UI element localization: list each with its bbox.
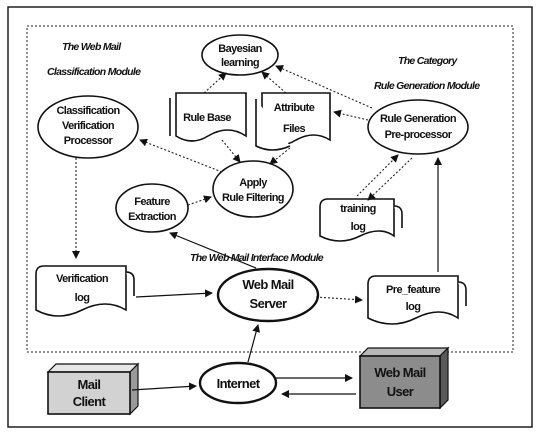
training-log-node: training log [319, 198, 403, 242]
web-mail-user-node: Web Mail User [358, 346, 450, 410]
apply-filtering-label-line2: Rule Filtering [222, 192, 284, 204]
category-module-heading: The Category Rule Generation Module [374, 55, 481, 92]
bayesian-learning-node: Bayesian learning [201, 34, 279, 76]
feature-extraction-label-line2: Extraction [128, 211, 177, 223]
verification-log-node: Verification log [35, 265, 135, 317]
attribute-files-label-line2: Files [283, 123, 306, 135]
edge-rulegen-to-attribute [333, 109, 369, 121]
web-mail-user-label-line1: Web Mail [374, 365, 425, 380]
edge-internet-to-server [247, 324, 261, 363]
classification-verification-node: Classification Verification Processor [37, 95, 139, 159]
edge-server-to-feature [169, 231, 257, 269]
edge-attribute-to-filter [269, 147, 291, 165]
training-log-label-line1: training [340, 203, 376, 215]
classification-verification-label-line1: Classification [56, 105, 120, 117]
outer-frame [7, 6, 533, 428]
internet-label: Internet [217, 376, 261, 391]
rule-base-label: Rule Base [183, 112, 231, 124]
apply-filtering-label-line1: Apply [239, 177, 268, 189]
classification-module-heading-line2: Classification Module [47, 66, 141, 78]
verification-log-label-line1: Verification [56, 273, 109, 285]
classification-verification-label-line2: Verification [62, 120, 115, 132]
web-mail-user-label-line2: User [387, 384, 414, 399]
attribute-files-node: Attribute Files [255, 92, 331, 151]
classification-module-heading-line1: The Web Mail [62, 41, 122, 53]
rule-base-node: Rule Base [169, 92, 247, 142]
pre-feature-log-label-line1: Pre_feature [386, 284, 440, 296]
training-log-label-line2: log [351, 221, 366, 233]
module-boundary [26, 25, 514, 353]
edge-rulegen-to-bayesian [275, 65, 373, 109]
edge-server-to-prefeature [315, 295, 363, 304]
web-mail-server-label-line2: Server [250, 296, 287, 311]
bayesian-label-line2: learning [221, 57, 259, 69]
edge-rulebase-to-bayesian [203, 72, 227, 94]
internet-node: Internet [198, 361, 278, 405]
edge-attribute-to-bayesian [261, 71, 287, 94]
apply-filtering-node: Apply Rule Filtering [212, 160, 294, 218]
bayesian-label-line1: Bayesian [218, 43, 262, 55]
rule-generation-label-line1: Rule Generation [380, 113, 457, 125]
mail-client-label-line1: Mail [78, 377, 101, 392]
classification-verification-label-line3: Processor [64, 135, 114, 147]
mail-client-label-line2: Client [73, 394, 107, 409]
feature-extraction-label-line1: Feature [134, 196, 170, 208]
category-module-heading-line2: Rule Generation Module [374, 80, 480, 92]
pre-feature-log-node: Pre_feature log [367, 275, 467, 325]
mail-client-node: Mail Client [46, 362, 140, 416]
edge-rulebase-to-filter [221, 139, 241, 163]
rule-generation-node: Rule Generation Pre-processor [367, 99, 469, 155]
attribute-files-label-line1: Attribute [274, 102, 315, 114]
pre-feature-log-label-line2: log [406, 301, 421, 313]
category-module-heading-line1: The Category [398, 55, 459, 67]
edge-feature-to-filter [187, 195, 212, 206]
edge-client-to-internet [131, 382, 197, 391]
verification-log-label-line2: log [75, 292, 90, 304]
edge-training-to-rulegen [356, 154, 399, 197]
rule-generation-label-line2: Pre-processor [385, 129, 453, 141]
web-mail-server-label-line1: Web Mail [242, 277, 293, 292]
edge-verificationlog-to-server [135, 289, 213, 298]
classification-module-heading: The Web Mail Classification Module [47, 41, 142, 78]
feature-extraction-node: Feature Extraction [115, 183, 189, 233]
interface-module-heading: The Web Mail Interface Module [190, 252, 324, 264]
edge-filter-to-verification [139, 138, 223, 173]
web-mail-server-node: Web Mail Server [216, 267, 320, 323]
